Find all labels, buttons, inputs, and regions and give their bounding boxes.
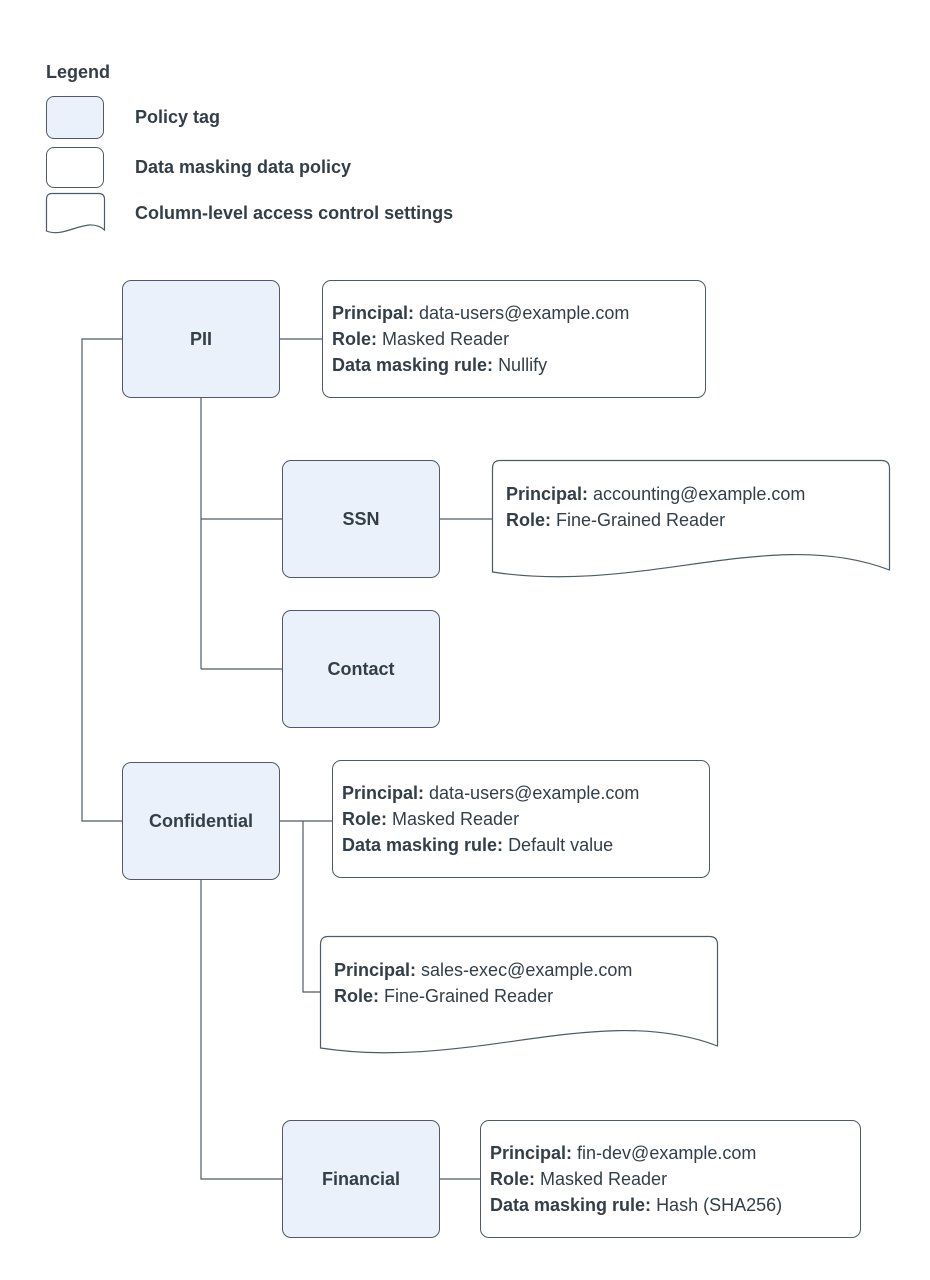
- field-label: Data masking rule:: [332, 355, 494, 375]
- field-label: Role:: [332, 329, 377, 349]
- policy-line: Principal:data-users@example.com: [342, 780, 703, 806]
- field-value: Default value: [508, 835, 614, 855]
- field-value: Fine-Grained Reader: [556, 510, 726, 530]
- policy-line: Principal:sales-exec@example.com: [334, 957, 712, 983]
- field-label: Principal:: [332, 303, 415, 323]
- field-value: Nullify: [498, 355, 548, 375]
- field-value: Hash (SHA256): [656, 1195, 783, 1215]
- policy-line: Role:Fine-Grained Reader: [506, 507, 884, 533]
- legend-swatch-data-masking-policy: [46, 147, 104, 188]
- acl-doc-confidential: Principal:sales-exec@example.com Role:Fi…: [319, 935, 719, 1054]
- legend-label-column-acl: Column-level access control settings: [135, 203, 454, 223]
- field-value: data-users@example.com: [419, 303, 630, 323]
- field-label: Role:: [506, 510, 551, 530]
- policy-tag-contact-label: Contact: [327, 658, 395, 679]
- field-label: Principal:: [334, 960, 417, 980]
- policy-line: Principal:data-users@example.com: [332, 300, 699, 326]
- policy-tag-pii: PII: [122, 280, 280, 398]
- field-value: fin-dev@example.com: [577, 1143, 757, 1163]
- field-value: data-users@example.com: [429, 783, 640, 803]
- document-shape: [319, 935, 719, 1054]
- field-label: Principal:: [490, 1143, 573, 1163]
- data-policy-confidential: Principal:data-users@example.com Role:Ma…: [332, 760, 710, 878]
- policy-tag-pii-label: PII: [189, 328, 212, 349]
- field-label: Principal:: [506, 484, 589, 504]
- document-shape: [491, 459, 891, 578]
- legend-swatch-policy-tag: [46, 96, 104, 139]
- policy-tag-financial-label: Financial: [321, 1168, 401, 1189]
- field-label: Data masking rule:: [342, 835, 504, 855]
- legend-title: Legend: [46, 62, 111, 82]
- field-label: Role:: [342, 809, 387, 829]
- policy-line: Data masking rule:Nullify: [332, 352, 699, 378]
- policy-tag-financial: Financial: [282, 1120, 440, 1238]
- policy-line: Role:Masked Reader: [342, 806, 703, 832]
- policy-tag-contact: Contact: [282, 610, 440, 728]
- policy-tag-confidential: Confidential: [122, 762, 280, 880]
- field-value: accounting@example.com: [593, 484, 806, 504]
- policy-line: Principal:fin-dev@example.com: [490, 1140, 854, 1166]
- connector-confidential-to-financial: [200, 880, 282, 1180]
- field-label: Role:: [490, 1169, 535, 1189]
- field-label: Role:: [334, 986, 379, 1006]
- policy-tag-ssn: SSN: [282, 460, 440, 578]
- field-value: sales-exec@example.com: [421, 960, 633, 980]
- connector-pii-to-confidential: [81, 338, 122, 822]
- policy-line: Role:Fine-Grained Reader: [334, 983, 712, 1009]
- acl-doc-ssn: Principal:accounting@example.com Role:Fi…: [491, 459, 891, 578]
- field-label: Principal:: [342, 783, 425, 803]
- data-policy-financial: Principal:fin-dev@example.com Role:Maske…: [480, 1120, 861, 1238]
- policy-tag-confidential-label: Confidential: [149, 810, 253, 831]
- field-value: Fine-Grained Reader: [384, 986, 554, 1006]
- acl-doc-confidential-text: Principal:sales-exec@example.com Role:Fi…: [320, 936, 718, 1054]
- legend-label-data-masking-policy: Data masking data policy: [135, 157, 352, 177]
- field-value: Masked Reader: [392, 809, 520, 829]
- legend-label-policy-tag: Policy tag: [135, 107, 221, 127]
- policy-line: Data masking rule:Hash (SHA256): [490, 1192, 854, 1218]
- legend-swatch-column-acl: [45, 192, 106, 234]
- field-value: Masked Reader: [540, 1169, 668, 1189]
- policy-line: Data masking rule:Default value: [342, 832, 703, 858]
- policy-tag-ssn-label: SSN: [342, 508, 380, 529]
- policy-line: Role:Masked Reader: [332, 326, 699, 352]
- field-label: Data masking rule:: [490, 1195, 652, 1215]
- field-value: Masked Reader: [382, 329, 510, 349]
- policy-line: Principal:accounting@example.com: [506, 481, 884, 507]
- policy-line: Role:Masked Reader: [490, 1166, 854, 1192]
- data-policy-pii: Principal:data-users@example.com Role:Ma…: [322, 280, 706, 398]
- acl-doc-ssn-text: Principal:accounting@example.com Role:Fi…: [492, 460, 890, 578]
- connector-pii-to-children: [200, 398, 282, 670]
- connector-confidential-to-acl: [302, 821, 320, 993]
